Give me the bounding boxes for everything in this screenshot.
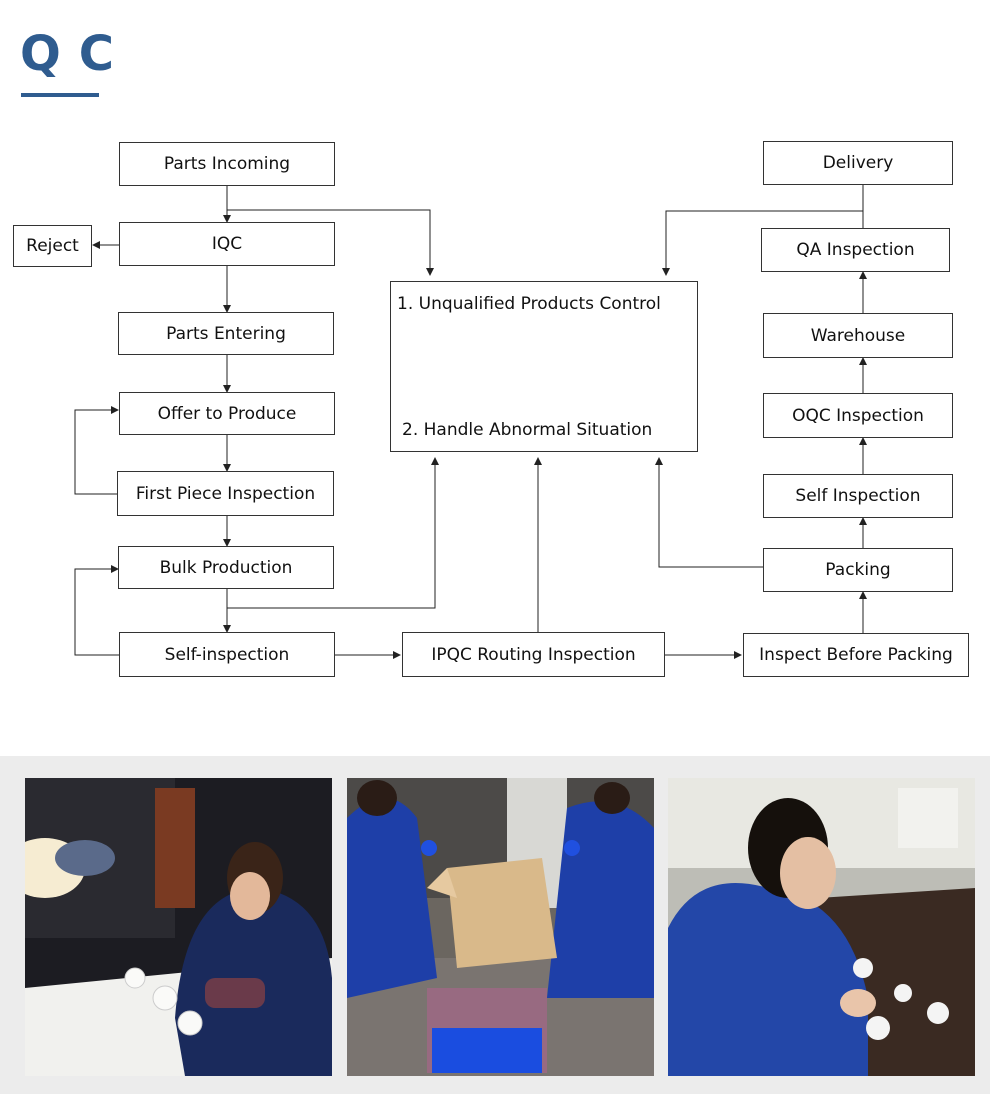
warehouse-box: Warehouse <box>763 313 953 358</box>
ipqc-routing-box: IPQC Routing Inspection <box>402 632 665 677</box>
self-inspection-left-box: Self-inspection <box>119 632 335 677</box>
control-line-abnormal: 2. Handle Abnormal Situation <box>402 420 653 440</box>
delivery-box: Delivery <box>763 141 953 185</box>
control-line-unqualified: 1. Unqualified Products Control <box>397 294 661 314</box>
self-inspection-right-box: Self Inspection <box>763 474 953 518</box>
quality-control-box: 1. Unqualified Products Control 2. Handl… <box>390 281 698 452</box>
oqc-inspection-box: OQC Inspection <box>763 393 953 438</box>
qa-inspection-box: QA Inspection <box>761 228 950 272</box>
first-piece-inspection-box: First Piece Inspection <box>117 471 334 516</box>
bulk-production-box: Bulk Production <box>118 546 334 589</box>
parts-incoming-box: Parts Incoming <box>119 142 335 186</box>
page-title: QC <box>20 26 133 82</box>
inspect-before-packing-box: Inspect Before Packing <box>743 633 969 677</box>
title-underline <box>21 93 99 97</box>
packing-box: Packing <box>763 548 953 592</box>
worker-inspecting-white-parts-photo <box>668 778 975 1076</box>
flow-connectors <box>74 185 867 659</box>
iqc-box: IQC <box>119 222 335 266</box>
worker-inspecting-bottles-photo <box>25 778 332 1076</box>
offer-to-produce-box: Offer to Produce <box>119 392 335 435</box>
parts-entering-box: Parts Entering <box>118 312 334 355</box>
workers-packing-parts-photo <box>347 778 654 1076</box>
reject-box: Reject <box>13 225 92 267</box>
